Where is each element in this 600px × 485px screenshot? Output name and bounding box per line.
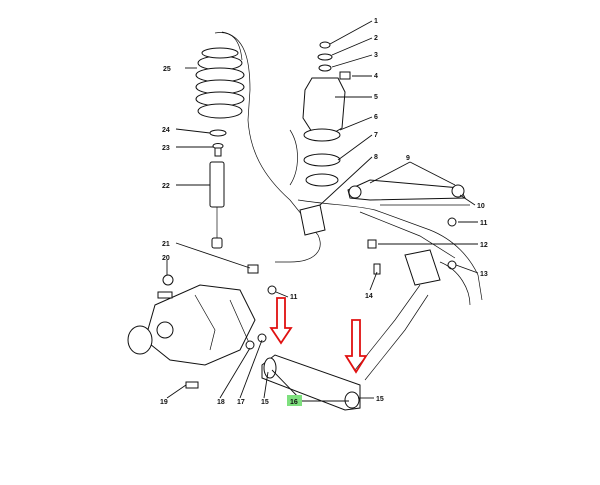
- callout-15-right: 15: [376, 396, 384, 403]
- callout-3: 3: [374, 52, 378, 59]
- frame-bracket: [367, 217, 471, 306]
- isolator-and-nut: [209, 129, 227, 157]
- callout-21: 21: [162, 241, 170, 248]
- upper-control-arm: [347, 179, 466, 201]
- top-mount-stack: [289, 41, 351, 236]
- shock-absorber: [209, 161, 225, 249]
- red-arrow-right: [344, 319, 368, 374]
- lower-control-arm: [245, 284, 429, 411]
- leader-lines: [166, 20, 479, 402]
- callout-16: 16: [290, 399, 298, 406]
- red-arrow-left: [269, 297, 293, 345]
- callout-20: 20: [162, 255, 170, 262]
- callout-25: 25: [163, 66, 171, 73]
- callout-8: 8: [374, 154, 378, 161]
- callout-22: 22: [162, 183, 170, 190]
- callout-11-left: 11: [290, 294, 298, 301]
- callout-5: 5: [374, 94, 378, 101]
- callout-15-left: 15: [261, 399, 269, 406]
- callout-14: 14: [365, 293, 373, 300]
- callout-labels: 1 2 3 4 5 6 7 8 9 10 11 12 13 14 25 24 2…: [160, 18, 488, 406]
- callout-4: 4: [374, 73, 378, 80]
- chassis-outline: [214, 31, 483, 301]
- callout-23: 23: [162, 145, 170, 152]
- callout-19: 19: [160, 399, 168, 406]
- coil-spring: [195, 47, 245, 119]
- callout-9: 9: [406, 155, 410, 162]
- highlight-arrows: [269, 297, 368, 374]
- callout-11-right: 11: [480, 220, 488, 227]
- callout-17: 17: [237, 399, 245, 406]
- callout-10: 10: [477, 203, 485, 210]
- callout-1: 1: [374, 18, 378, 25]
- axle-housing: [127, 264, 277, 389]
- callout-16-highlight: [287, 395, 302, 406]
- callout-7: 7: [374, 132, 378, 139]
- callout-13: 13: [480, 271, 488, 278]
- callout-12: 12: [480, 242, 488, 249]
- callout-18: 18: [217, 399, 225, 406]
- callout-24: 24: [162, 127, 170, 134]
- callout-6: 6: [374, 114, 378, 121]
- callout-2: 2: [374, 35, 378, 42]
